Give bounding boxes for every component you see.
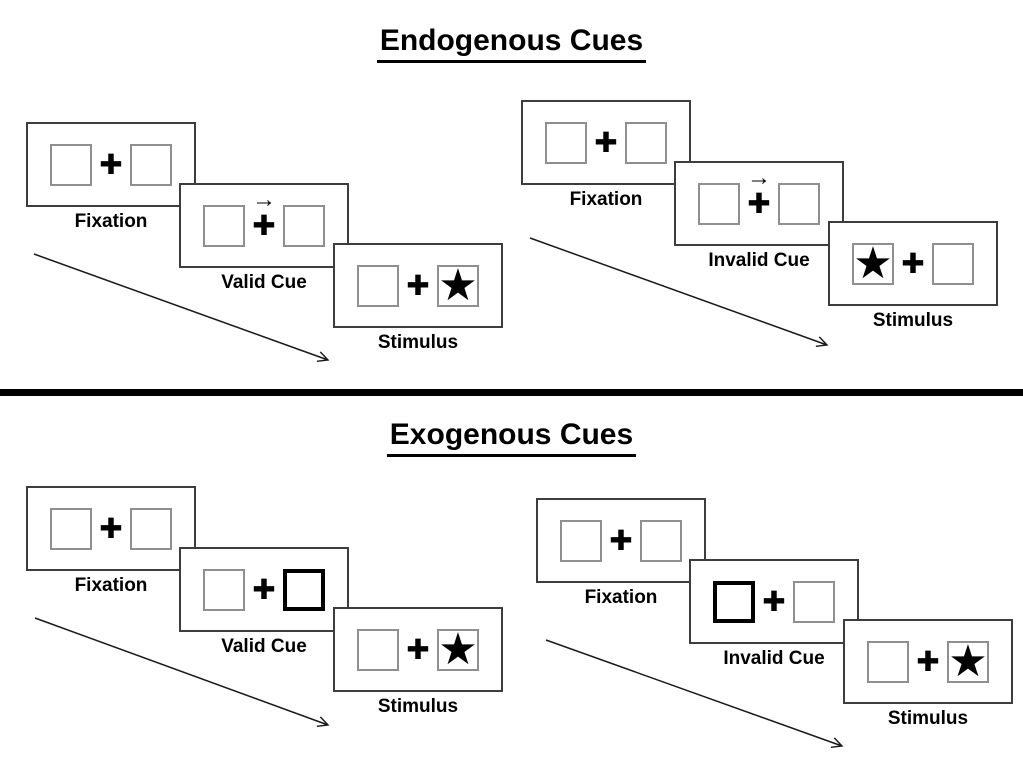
central-cue: → ✚	[252, 187, 276, 241]
panel-fixation: ✚	[26, 486, 196, 571]
fixation-label: Fixation	[74, 575, 148, 596]
left-box	[203, 204, 245, 247]
fixation-cross-icon: ✚	[99, 512, 123, 544]
left-box	[50, 143, 92, 186]
central-cue: → ✚	[747, 165, 771, 219]
timeline-arrow	[34, 617, 330, 727]
trial-group-exogenous-invalid: ✚ Fixation ✚ Invalid Cue ✚ ★ Stimulus	[536, 498, 1023, 763]
fixation-cross-icon: ✚	[609, 524, 633, 556]
trial-group-endogenous-valid: ✚ Fixation → ✚ Valid Cue ✚ ★ Stimulus	[26, 122, 536, 387]
cue-label: Invalid Cue	[708, 250, 810, 271]
fixation-cross-icon: ✚	[594, 126, 618, 158]
fixation-cross-icon: ✚	[901, 247, 925, 279]
panel-fixation: ✚	[26, 122, 196, 207]
star-icon: ★	[438, 260, 478, 310]
right-box	[932, 242, 974, 285]
timeline-arrow	[529, 237, 829, 348]
cue-label: Valid Cue	[221, 636, 307, 657]
right-box	[130, 507, 172, 550]
left-box	[560, 519, 602, 562]
left-box-highlighted	[713, 580, 755, 623]
trial-group-exogenous-valid: ✚ Fixation ✚ Valid Cue ✚ ★ Stimulus	[26, 486, 536, 751]
left-box	[545, 121, 587, 164]
fixation-label: Fixation	[569, 189, 643, 210]
right-box	[640, 519, 682, 562]
stimulus-label: Stimulus	[377, 696, 459, 717]
right-box: ★	[437, 260, 479, 310]
fixation-label: Fixation	[584, 587, 658, 608]
fixation-cross-icon: ✚	[252, 209, 276, 241]
right-box: ★	[947, 636, 989, 686]
timeline-arrow	[545, 639, 844, 749]
exogenous-title-text: Exogenous Cues	[386, 418, 637, 457]
stimulus-label: Stimulus	[377, 332, 459, 353]
left-box	[203, 568, 245, 611]
star-icon: ★	[438, 624, 478, 674]
right-box: ★	[437, 624, 479, 674]
section-divider	[0, 389, 1023, 396]
panel-valid-cue: → ✚	[179, 183, 349, 268]
fixation-cross-icon: ✚	[406, 269, 430, 301]
trial-group-endogenous-invalid: ✚ Fixation → ✚ Invalid Cue ★ ✚ Stimulus	[521, 100, 1023, 365]
panel-fixation: ✚	[536, 498, 706, 583]
right-box	[625, 121, 667, 164]
fixation-label: Fixation	[74, 211, 148, 232]
left-box	[698, 182, 740, 225]
star-icon: ★	[853, 238, 893, 288]
panel-fixation: ✚	[521, 100, 691, 185]
fixation-cross-icon: ✚	[406, 633, 430, 665]
panel-invalid-cue: → ✚	[674, 161, 844, 246]
stimulus-label: Stimulus	[887, 708, 969, 729]
endogenous-title-text: Endogenous Cues	[376, 24, 647, 63]
cue-label: Valid Cue	[221, 272, 307, 293]
panel-invalid-cue: ✚	[689, 559, 859, 644]
panel-stimulus: ✚ ★	[333, 243, 503, 328]
left-box	[357, 264, 399, 307]
right-box	[778, 182, 820, 225]
panel-valid-cue: ✚	[179, 547, 349, 632]
star-icon: ★	[948, 636, 988, 686]
fixation-cross-icon: ✚	[762, 585, 786, 617]
right-box	[793, 580, 835, 623]
left-box	[50, 507, 92, 550]
timeline-arrow	[33, 253, 330, 363]
left-box: ★	[852, 238, 894, 288]
left-box	[867, 640, 909, 683]
right-box	[130, 143, 172, 186]
left-box	[357, 628, 399, 671]
fixation-cross-icon: ✚	[99, 148, 123, 180]
fixation-cross-icon: ✚	[252, 573, 276, 605]
stimulus-label: Stimulus	[872, 310, 954, 331]
panel-stimulus: ✚ ★	[843, 619, 1013, 704]
cue-label: Invalid Cue	[723, 648, 825, 669]
fixation-cross-icon: ✚	[916, 645, 940, 677]
exogenous-section-title: Exogenous Cues	[0, 418, 1023, 457]
panel-stimulus: ✚ ★	[333, 607, 503, 692]
cue-arrow-icon: →	[747, 163, 771, 191]
fixation-cross-icon: ✚	[747, 187, 771, 219]
right-box-highlighted	[283, 568, 325, 611]
panel-stimulus: ★ ✚	[828, 221, 998, 306]
cue-arrow-icon: →	[252, 185, 276, 213]
endogenous-section-title: Endogenous Cues	[0, 24, 1023, 63]
right-box	[283, 204, 325, 247]
